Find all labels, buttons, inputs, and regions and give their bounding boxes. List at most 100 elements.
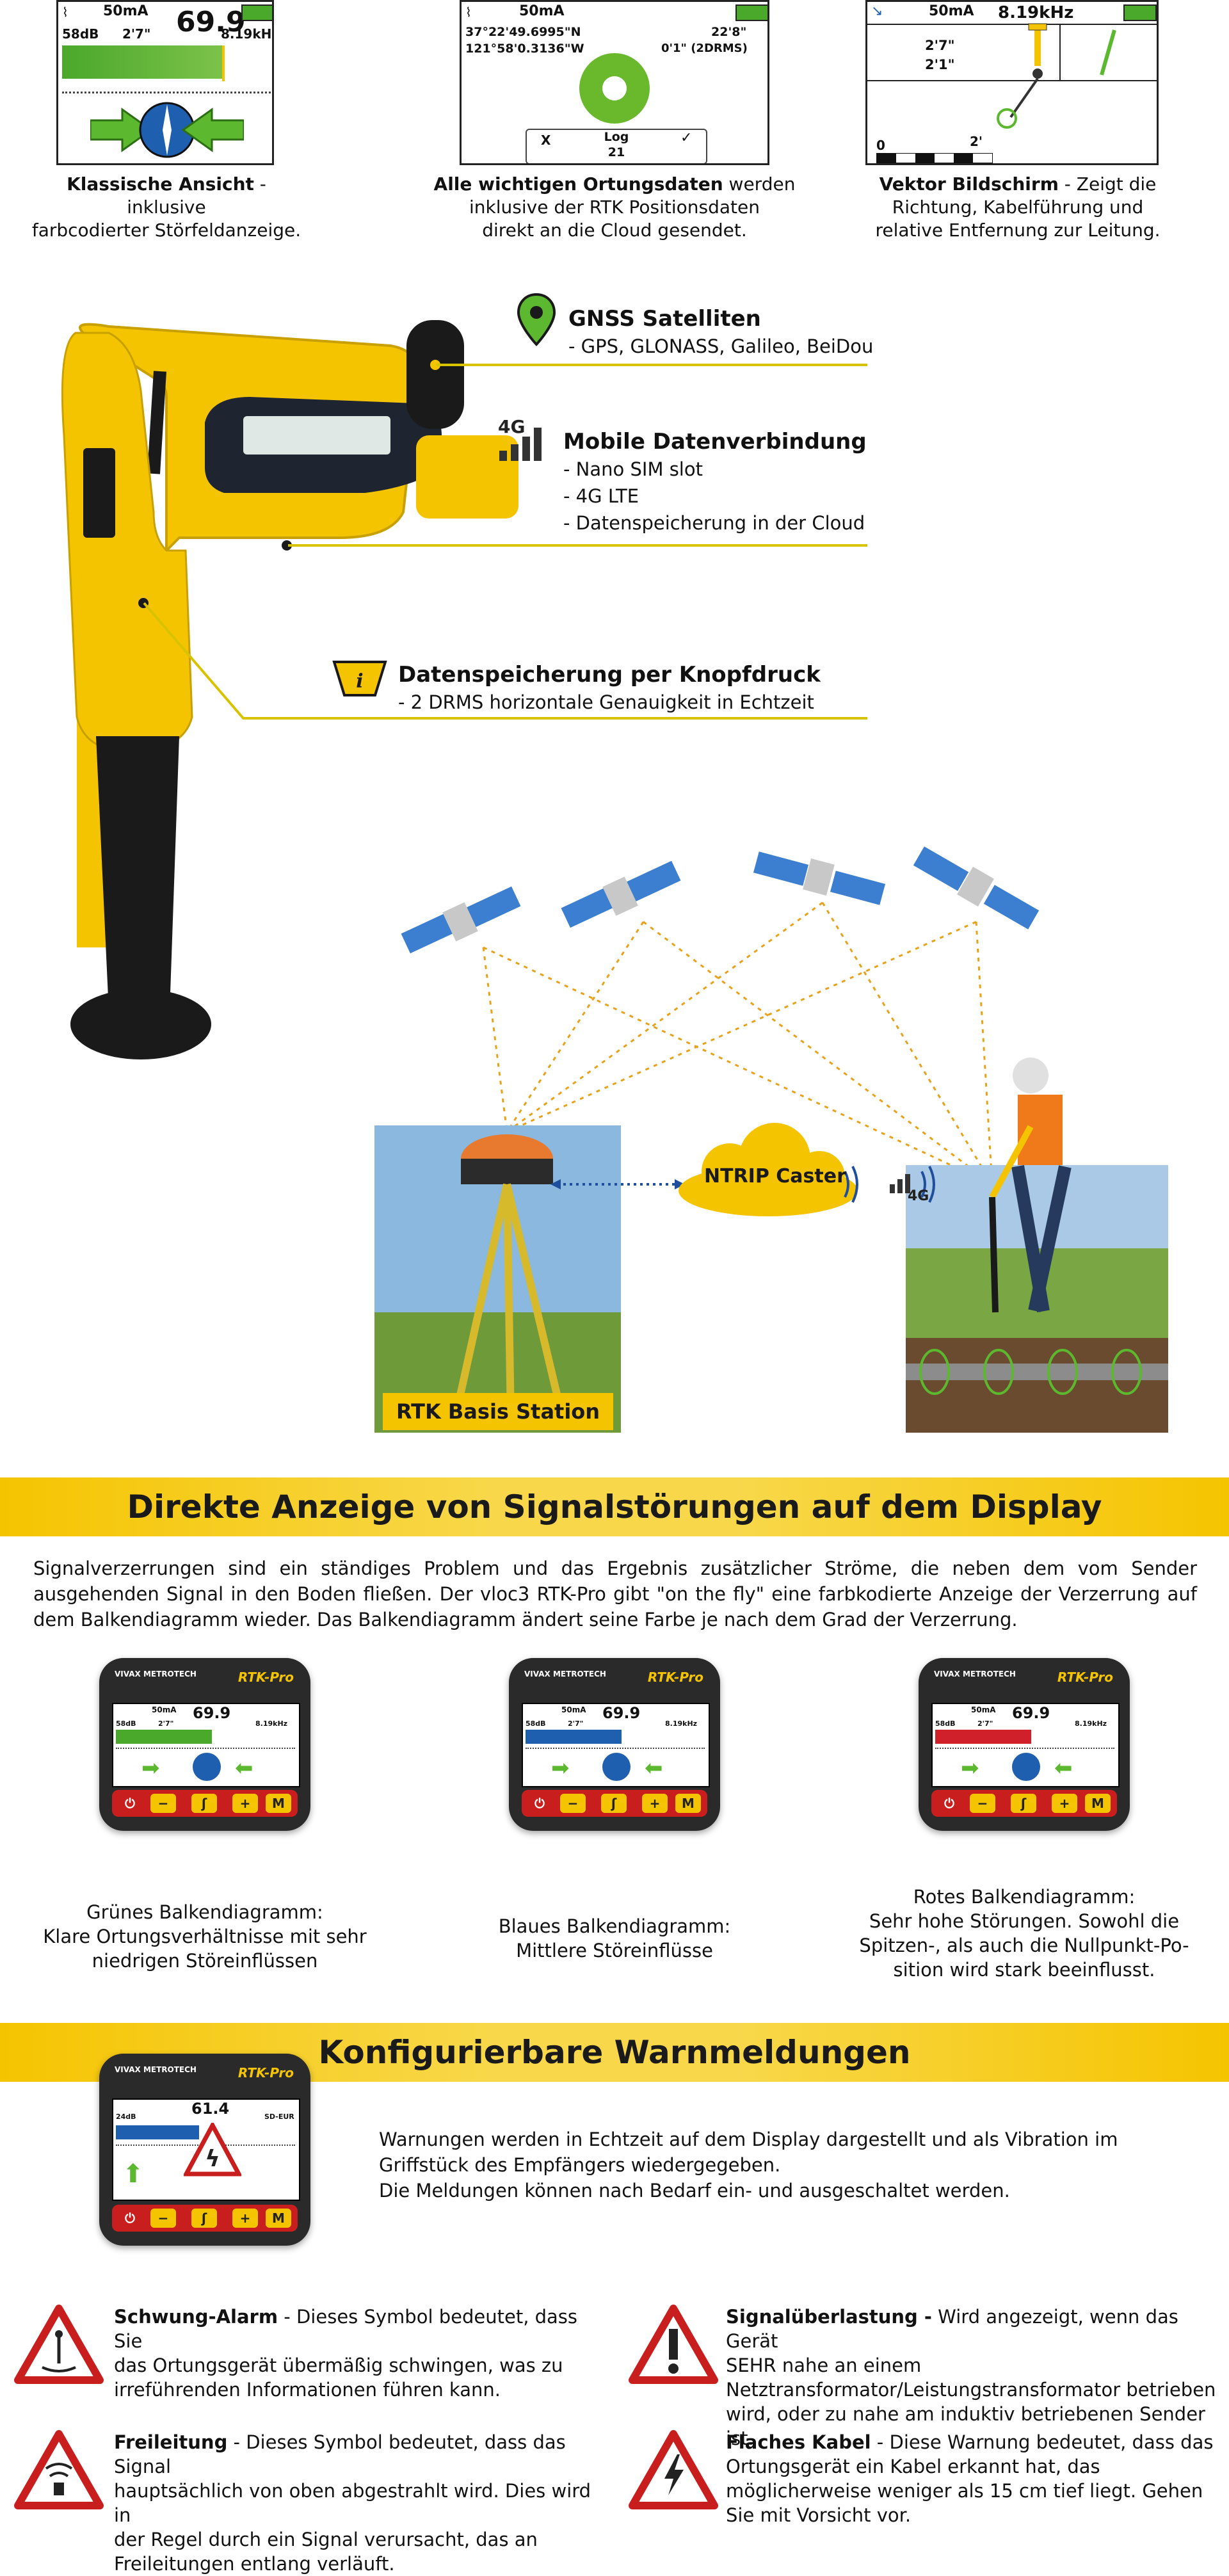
- gnss-feature-item: - GPS, GLONASS, Galileo, BeiDou: [568, 335, 874, 357]
- trigger-key[interactable]: ʃ: [1011, 1794, 1036, 1813]
- scale-bar: [876, 153, 993, 163]
- frequency-readout: 8.19kHz: [221, 26, 274, 42]
- plus-key[interactable]: +: [232, 1794, 258, 1813]
- minus-key[interactable]: −: [560, 1794, 586, 1813]
- power-key[interactable]: ⏻: [527, 1794, 552, 1813]
- accuracy-readout: 0'1" (2DRMS): [661, 42, 748, 55]
- rtk-network-diagram: [374, 846, 1168, 1433]
- classic-caption: Klassische Ansicht - inklusive farbcodie…: [31, 173, 301, 241]
- plus-key[interactable]: +: [1052, 1794, 1077, 1813]
- mobile-feature-title: Mobile Datenverbindung: [563, 429, 867, 455]
- svg-text:ϟ: ϟ: [205, 2146, 220, 2172]
- shallow-cable-icon: [629, 2430, 718, 2509]
- scale-start: 0: [876, 138, 885, 153]
- gnss-antenna: [406, 320, 464, 429]
- plus-key[interactable]: +: [232, 2209, 258, 2228]
- log-label: Log: [604, 130, 629, 144]
- feature-leader-lines: [143, 364, 867, 720]
- distance-side: 2'1": [925, 57, 955, 72]
- svg-text:i: i: [356, 670, 363, 693]
- compass-icon: [1012, 1753, 1040, 1781]
- satellite-icon: [561, 860, 681, 928]
- battery-icon: [735, 4, 767, 21]
- right-arrow-icon: ➡: [551, 1755, 570, 1781]
- blue-bar-caption: Blaues Balkendiagramm: Mittlere Störeinf…: [498, 1915, 731, 1961]
- mode-key[interactable]: M: [266, 1794, 291, 1813]
- left-arrow-icon: ⬅: [1054, 1755, 1073, 1781]
- badge-4g: 4G: [908, 1188, 929, 1204]
- left-arrow-icon: [181, 108, 244, 152]
- store-feature-item: - 2 DRMS horizontale Genauigkeit in Echt…: [398, 691, 814, 713]
- cable-target-icon: [997, 108, 1017, 129]
- battery-icon: [1123, 4, 1157, 21]
- ok-softkey[interactable]: ✓: [680, 130, 693, 146]
- swing-alarm-text: Schwung-Alarm - Dieses Symbol bedeutet, …: [114, 2306, 578, 2401]
- power-key[interactable]: ⏻: [936, 1794, 962, 1813]
- scale-end: 2': [970, 134, 983, 149]
- device-blue-bar: VIVAX METROTECH RTK-Pro 50mA 69.9 58dB 2…: [509, 1658, 720, 1831]
- mobile-feature-item-3: - Datenspeicherung in der Cloud: [563, 512, 865, 534]
- mobile-signal-icon: 4G: [498, 416, 552, 461]
- log-number: 21: [607, 145, 625, 159]
- device-display: [243, 416, 390, 455]
- device-warning-screen: VIVAX METROTECH RTK-Pro 24dB 61.4 SD-EUR…: [99, 2054, 310, 2246]
- satellite-icon: [753, 851, 886, 905]
- ntrip-caster-label: NTRIP Caster: [704, 1165, 846, 1187]
- mobile-feature-item-2: - 4G LTE: [563, 485, 639, 507]
- plus-key[interactable]: +: [642, 1794, 668, 1813]
- store-feature-title: Datenspeicherung per Knopfdruck: [398, 662, 821, 688]
- mode-key[interactable]: M: [675, 1794, 701, 1813]
- compass-icon: [193, 1753, 221, 1781]
- power-key[interactable]: ⏻: [117, 1794, 143, 1813]
- rtk-base-station-label: RTK Basis Station: [383, 1393, 613, 1430]
- minus-key[interactable]: −: [150, 2209, 176, 2228]
- latitude: 37°22'49.6995"N: [465, 25, 581, 39]
- left-arrow-icon: ⬅: [645, 1755, 663, 1781]
- signal-overload-text: Signalüberlastung - Wird angezeigt, wenn…: [726, 2306, 1216, 2449]
- vector-caption: Vektor Bildschirm - Zeigt die Richtung, …: [875, 173, 1161, 241]
- cancel-softkey[interactable]: X: [541, 133, 551, 148]
- frequency-readout: 8.19kHz: [998, 3, 1074, 22]
- signal-icon: ⌇: [62, 4, 68, 20]
- current-readout: 50mA: [103, 3, 149, 19]
- signal-icon: ⌇: [465, 4, 472, 20]
- log-softkey-bar[interactable]: X Log 21 ✓: [526, 129, 707, 163]
- warnings-intro: Warnungen werden in Echtzeit auf dem Dis…: [379, 2129, 1118, 2202]
- minus-key[interactable]: −: [970, 1794, 995, 1813]
- shallow-cable-text: Flaches Kabel - Diese Warnung bedeutet, …: [726, 2431, 1214, 2526]
- up-arrow-icon: ⬆: [122, 2159, 144, 2189]
- right-arrow-icon: ➡: [961, 1755, 979, 1781]
- mobile-feature-item-1: - Nano SIM slot: [563, 458, 703, 480]
- power-key[interactable]: ⏻: [117, 2209, 143, 2228]
- bar-peak-marker: [222, 45, 225, 81]
- gain-readout: 58dB: [62, 26, 99, 42]
- distortion-bar: [526, 1730, 622, 1744]
- direction-compass: [90, 102, 244, 158]
- distortion-bar: [62, 45, 222, 79]
- cable-vector-graphic: [997, 23, 1116, 129]
- right-arrow-icon: ➡: [141, 1755, 160, 1781]
- location-pin-icon: [517, 293, 556, 346]
- height-readout: 22'8": [711, 25, 747, 39]
- trigger-key[interactable]: ʃ: [601, 1794, 627, 1813]
- overhead-line-icon: [14, 2430, 104, 2509]
- locator-device-illustration: [61, 320, 518, 1059]
- info-button-icon: i: [332, 661, 387, 696]
- minus-key[interactable]: −: [150, 1794, 176, 1813]
- distortion-bar: [116, 1730, 212, 1744]
- right-arrow-icon: [90, 108, 153, 152]
- battery-icon: [241, 4, 272, 21]
- trigger-key[interactable]: ʃ: [191, 1794, 217, 1813]
- distortion-paragraph: Signalverzerrungen sind ein ständiges Pr…: [33, 1558, 1197, 1630]
- mode-key[interactable]: M: [1085, 1794, 1111, 1813]
- mode-key[interactable]: M: [266, 2209, 291, 2228]
- signal-overload-icon: [629, 2305, 718, 2384]
- red-bar-caption: Rotes Balkendiagramm: Sehr hohe Störunge…: [859, 1886, 1189, 1981]
- satellite-icon: [913, 846, 1040, 930]
- longitude: 121°58'0.3136"W: [465, 42, 584, 56]
- trigger-key[interactable]: ʃ: [191, 2209, 217, 2228]
- green-bar-caption: Grünes Balkendiagramm: Klare Ortungsverh…: [43, 1901, 367, 1972]
- section-distortion-title: Direkte Anzeige von Signalstörungen auf …: [0, 1477, 1229, 1536]
- compass-icon: [602, 1753, 631, 1781]
- depth-readout: 2'7": [122, 26, 151, 42]
